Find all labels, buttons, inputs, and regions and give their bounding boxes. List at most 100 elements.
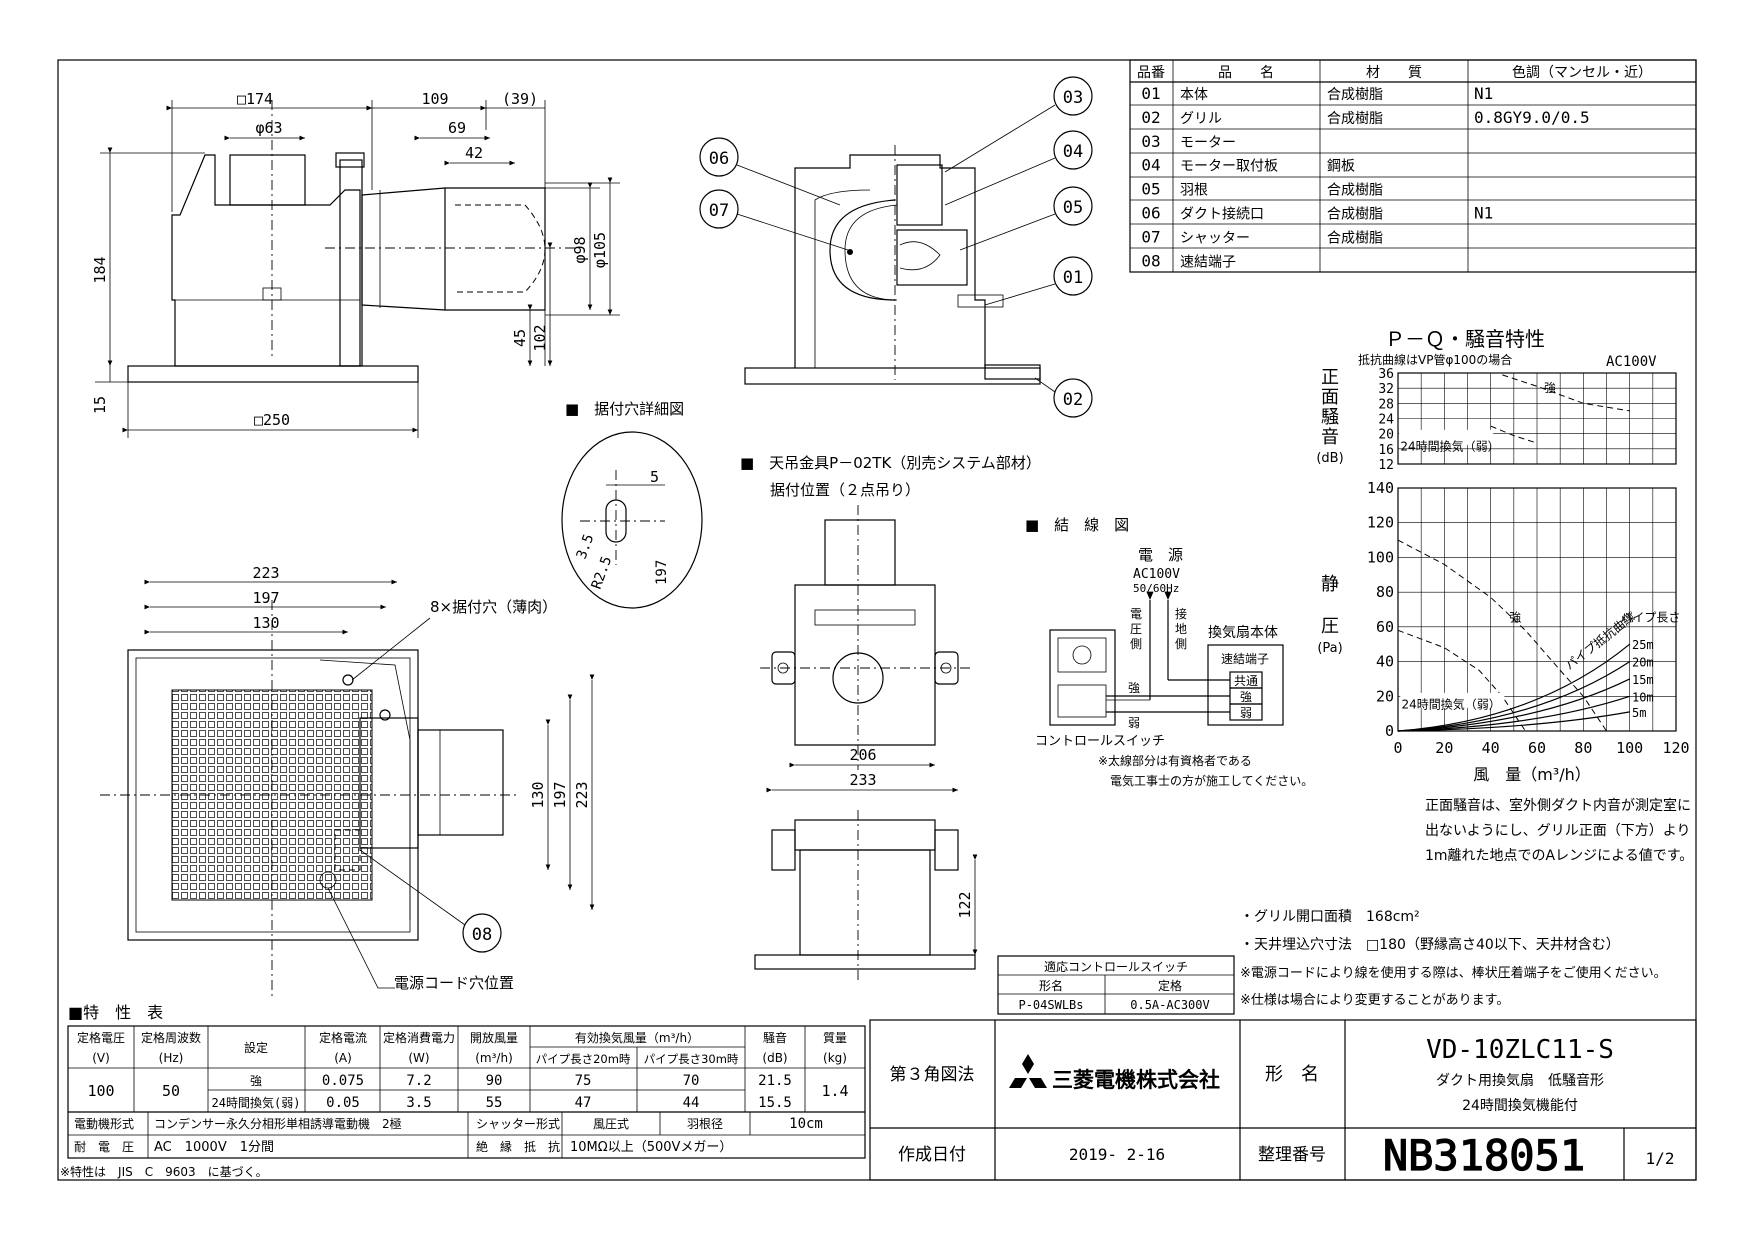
- parts-cell: 羽根: [1180, 183, 1208, 199]
- parts-cell: 0.8GY9.0/0.5: [1474, 108, 1590, 127]
- series-label-bg: [1400, 692, 1505, 708]
- dim-39: (39): [502, 90, 538, 108]
- series-line: [1490, 425, 1538, 444]
- model-label: 形 名: [1265, 1064, 1319, 1085]
- hanger-dim-122: 122: [956, 891, 974, 918]
- svg-text:側: 側: [1130, 637, 1142, 651]
- spec-cell: 3.5: [406, 1095, 431, 1111]
- parts-header-color: 色調（マンセル・近）: [1512, 64, 1652, 81]
- parts-cell: ダクト接続口: [1180, 206, 1264, 223]
- svg-text:05: 05: [1063, 198, 1083, 218]
- noise-note-2: 出ないようにし、グリル正面（下方）より: [1425, 823, 1690, 839]
- val-voltage: 100: [87, 1082, 114, 1100]
- ylabel-noise-unit: (dB): [1316, 451, 1343, 466]
- doc-number: NB318051: [1383, 1131, 1585, 1180]
- power-source-label: 電 源: [1138, 546, 1183, 564]
- spec-cell: 75: [575, 1073, 592, 1089]
- resistance-curve-label: パイプ抵抗曲線: [1562, 609, 1637, 673]
- switch-table: 適応コントロールスイッチ 形名 定格 P-04SWLBs 0.5A-AC300V: [997, 955, 1235, 1015]
- u-voltage: (V): [92, 1051, 110, 1065]
- pipe-length-label: 10m: [1632, 690, 1654, 704]
- notes: ・グリル開口面積 168cm² ・天井埋込穴寸法 □180（野縁高さ40以下、天…: [1240, 909, 1667, 1008]
- svg-text:06: 06: [709, 149, 729, 169]
- series-line: [1397, 629, 1526, 732]
- pipe-length-label: 25m: [1632, 638, 1654, 652]
- pipe-length-label: 20m: [1632, 656, 1654, 670]
- y-tick-label: 60: [1376, 618, 1394, 636]
- projection-label: 第３角図法: [890, 1065, 975, 1085]
- h-pipe30: パイプ長さ30m時: [644, 1052, 739, 1066]
- note-3: ※電源コードにより線を使用する際は、棒状圧着端子をご使用ください。: [1240, 965, 1667, 981]
- y-tick-label: 0: [1385, 722, 1394, 740]
- parts-cell: 合成樹脂: [1327, 183, 1383, 199]
- title-block: 第３角図法 三菱電機株式会社 形 名 VD-10ZLC11-S ダクト用換気扇 …: [869, 1019, 1697, 1181]
- x-tick-label: 120: [1662, 739, 1689, 757]
- line-weak: 弱: [1128, 716, 1140, 730]
- h-open: 開放風量: [470, 1030, 518, 1045]
- xlabel-airflow: 風 量（m³/h）: [1473, 765, 1591, 784]
- resistance-curve: [1397, 695, 1630, 732]
- svg-text:07: 07: [709, 201, 729, 221]
- model-number: VD-10ZLC11-S: [1426, 1035, 1614, 1065]
- series-line: [1397, 539, 1607, 732]
- resistance-curve: [1397, 678, 1630, 732]
- callout-01: 01: [984, 256, 1093, 306]
- h-mass: 質量: [823, 1030, 847, 1045]
- wiring-note-1: ※太線部分は有資格者である: [1098, 753, 1252, 768]
- parts-cell: シャッター: [1180, 230, 1250, 246]
- blade-value: 10cm: [789, 1116, 823, 1132]
- parts-header-material: 材 質: [1366, 65, 1422, 81]
- note-4: ※仕様は場合により変更することがあります。: [1240, 992, 1509, 1008]
- spec-cell: 0.05: [326, 1095, 360, 1111]
- note-1: ・グリル開口面積 168cm²: [1240, 909, 1420, 925]
- x-tick-label: 80: [1574, 739, 1592, 757]
- ylabel-noise-3: 騒: [1321, 407, 1339, 428]
- blade-label: 羽根径: [687, 1117, 723, 1131]
- spec-cell: 55: [486, 1095, 503, 1111]
- bottom-dim-130: 130: [252, 614, 279, 632]
- callout-08: 08: [359, 849, 502, 953]
- pipe-length-title: パイプ長さ: [1620, 611, 1680, 625]
- ylabel-noise-2: 面: [1321, 387, 1339, 408]
- pipe-length-label: 15m: [1632, 673, 1654, 687]
- y-tick-label: 80: [1376, 583, 1394, 601]
- spec-cell: 強: [250, 1074, 262, 1088]
- spec-cell: 15.5: [758, 1095, 792, 1111]
- h-setting: 設定: [244, 1040, 268, 1055]
- dim-42: 42: [465, 144, 483, 162]
- noise-note-3: 1m離れた地点でのAレンジによる値です。: [1425, 847, 1693, 864]
- parts-cell: 合成樹脂: [1327, 207, 1383, 223]
- callout-04: 04: [944, 130, 1093, 206]
- dim-63: φ63: [255, 119, 282, 137]
- parts-cell: グリル: [1180, 111, 1222, 127]
- u-noise: (dB): [762, 1051, 787, 1065]
- switch-model: P-04SWLBs: [1018, 998, 1083, 1012]
- parts-cell: 本体: [1180, 87, 1208, 103]
- spec-title: ■特 性 表: [68, 1003, 163, 1022]
- spec-table: ■特 性 表 定格電圧 (V) 定格周波数 (Hz) 設定 定格電流 (A) 定…: [60, 1003, 866, 1179]
- svg-text:08: 08: [472, 925, 492, 945]
- parts-cell: 03: [1141, 132, 1160, 151]
- terminal-common: 共通: [1234, 674, 1258, 688]
- h-pipe20: パイプ長さ20m時: [536, 1052, 631, 1066]
- motor-label: 電動機形式: [74, 1116, 134, 1131]
- h-effective: 有効換気風量（m³/h）: [575, 1030, 699, 1045]
- callout-07: 07: [699, 189, 849, 251]
- h-current: 定格電流: [319, 1030, 367, 1045]
- mount-holes-label: 8×据付穴（薄肉）: [430, 598, 557, 616]
- shutter-label: シャッター形式: [476, 1117, 560, 1131]
- fan-body-label: 換気扇本体: [1208, 625, 1278, 641]
- spec-footnote: ※特性は JIS C 9603 に基づく。: [60, 1164, 268, 1179]
- hanger-views: ■ 天吊金具P－02TK（別売システム部材） 据付位置（２点吊り） 206 23…: [740, 454, 1041, 980]
- svg-text:側: 側: [1175, 637, 1187, 651]
- series-line: [1502, 374, 1630, 412]
- series-label-strong: 強: [1544, 381, 1556, 395]
- callout-03: 03: [944, 76, 1093, 173]
- y-tick-label: 16: [1378, 443, 1394, 458]
- parts-cell: 01: [1141, 84, 1160, 103]
- hanger-subtitle: 据付位置（２点吊り）: [770, 481, 920, 499]
- date-value: 2019- 2-16: [1069, 1145, 1165, 1164]
- cord-hole-label: 電源コード穴位置: [394, 974, 514, 992]
- val-freq: 50: [162, 1082, 180, 1100]
- resistance-curve: [1397, 643, 1631, 732]
